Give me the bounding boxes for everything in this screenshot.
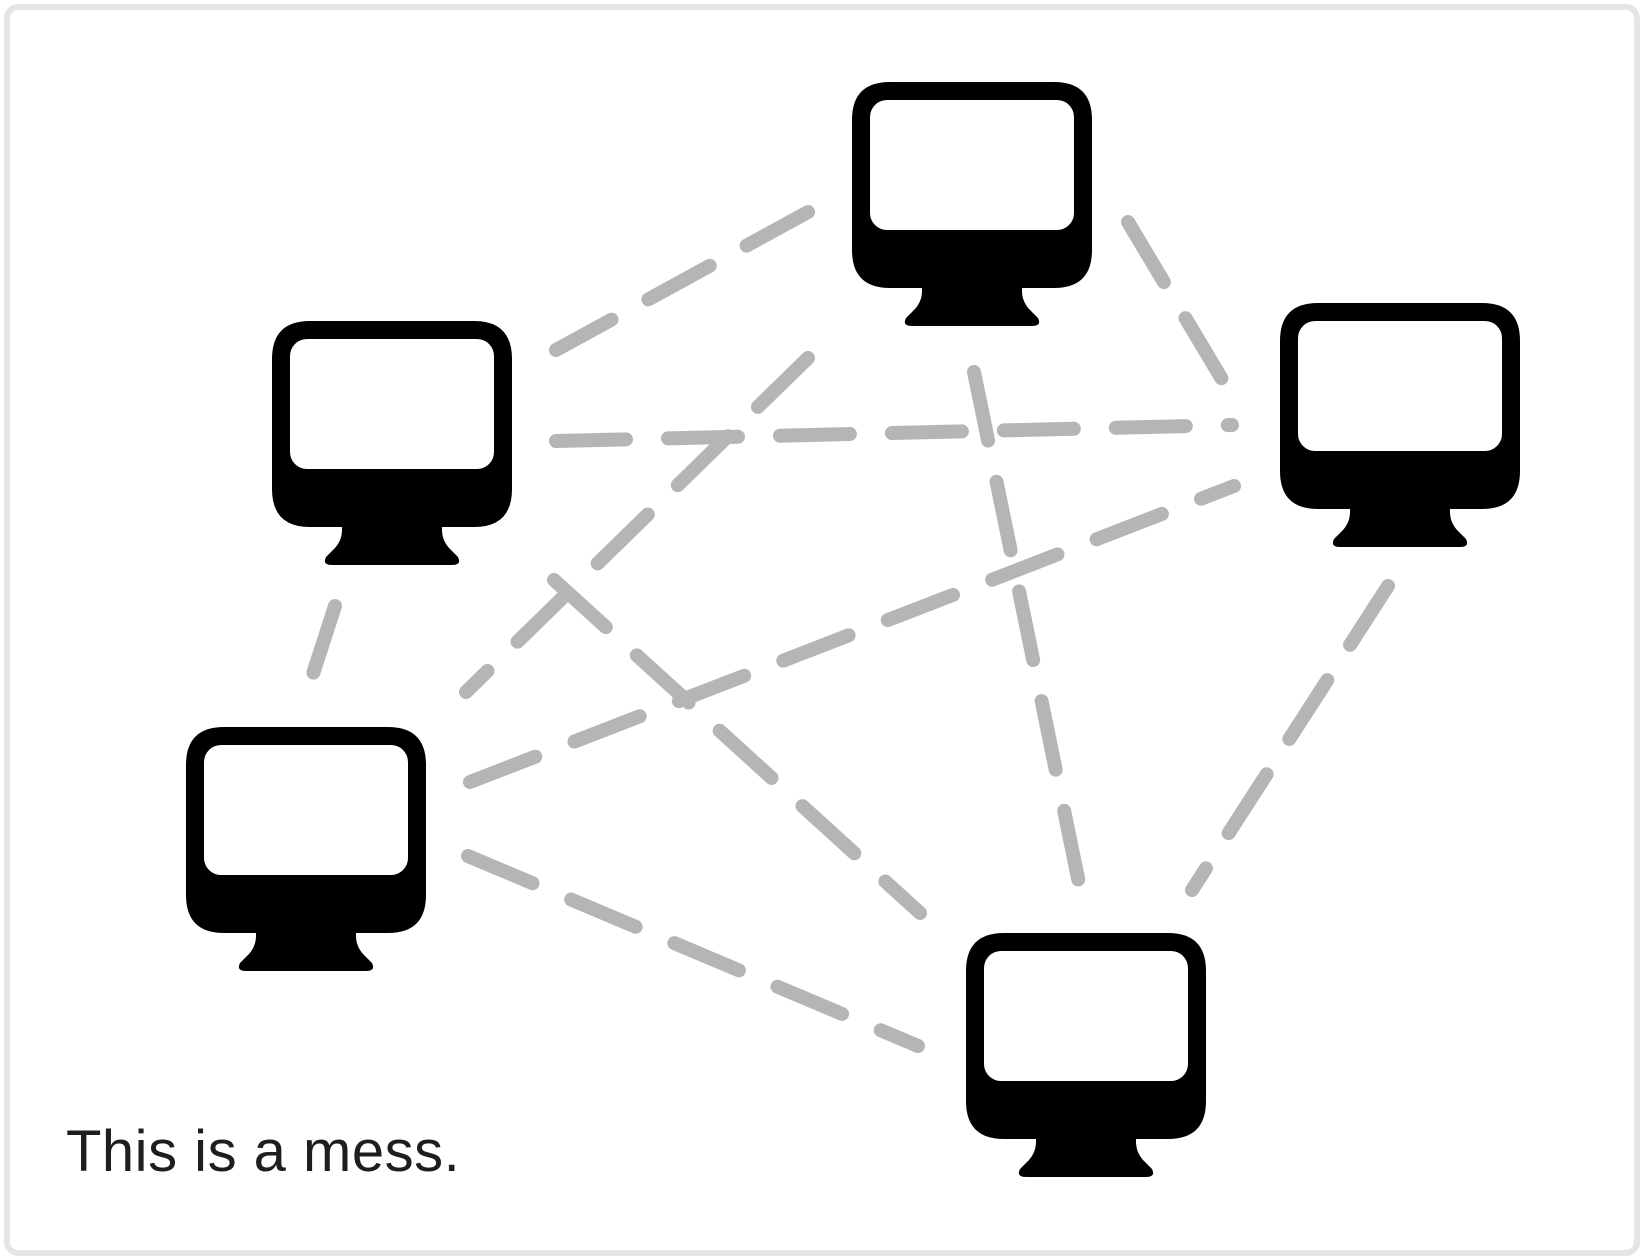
link-upper-left-to-lower-left: [304, 599, 342, 687]
desktop-monitor-icon: [272, 321, 512, 565]
link-upper-left-to-right: [549, 418, 1239, 448]
monitor-screen: [870, 100, 1074, 230]
desktop-monitor-icon: [186, 727, 426, 971]
link-top-to-lower-left: [459, 351, 815, 699]
connection-links: [304, 205, 1395, 1053]
monitor-screen: [290, 339, 494, 469]
link-top-to-bottom: [967, 365, 1087, 895]
link-right-to-bottom: [1185, 579, 1395, 897]
monitor-screen: [984, 951, 1188, 1081]
desktop-monitor-icon: [966, 933, 1206, 1177]
link-lower-left-to-right: [463, 479, 1241, 789]
link-top-to-upper-left: [549, 205, 815, 357]
monitor-screen: [1298, 321, 1502, 451]
computer-nodes: [186, 82, 1520, 1177]
monitor-screen: [204, 745, 408, 875]
link-top-to-right: [1121, 215, 1245, 413]
link-lower-left-to-bottom: [461, 849, 925, 1053]
link-upper-left-to-bottom: [547, 573, 927, 920]
desktop-monitor-icon: [852, 82, 1092, 326]
caption-text: This is a mess.: [66, 1119, 461, 1184]
desktop-monitor-icon: [1280, 303, 1520, 547]
